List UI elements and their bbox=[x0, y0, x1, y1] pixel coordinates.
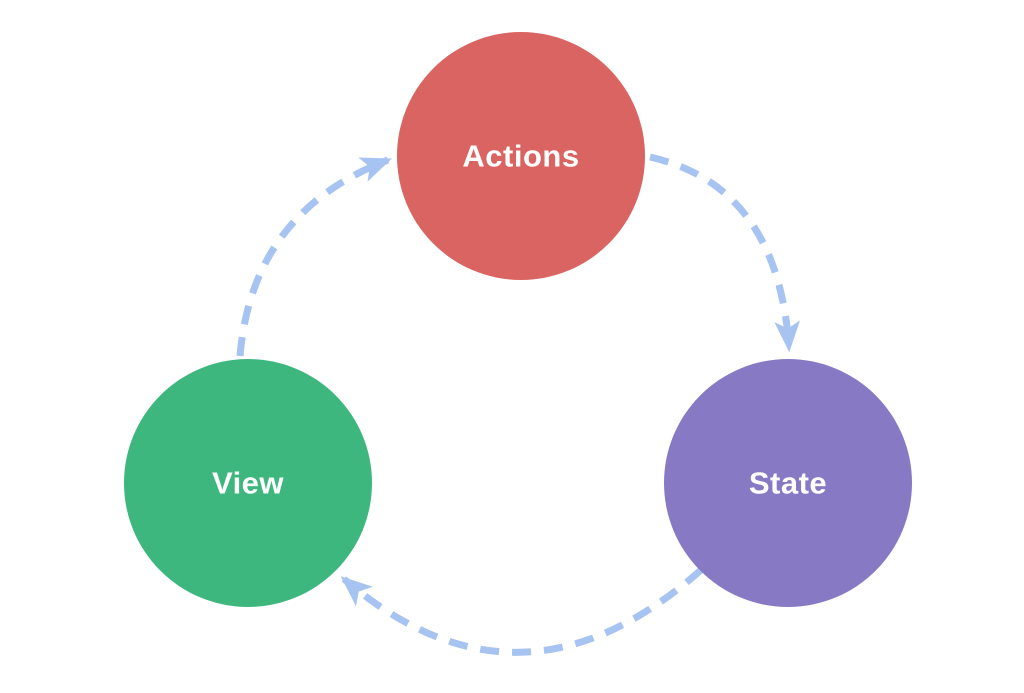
actions-label: Actions bbox=[462, 139, 579, 174]
node-view: View bbox=[124, 359, 372, 607]
view-circle bbox=[124, 359, 372, 607]
arrow-view-to-actions bbox=[236, 156, 393, 357]
actions-circle bbox=[397, 32, 645, 280]
arrow-state-to-view bbox=[340, 567, 704, 656]
arrow-actions-to-state bbox=[649, 153, 801, 353]
state-label: State bbox=[749, 466, 827, 501]
state-circle bbox=[664, 359, 912, 607]
node-state: State bbox=[664, 359, 912, 607]
view-label: View bbox=[212, 466, 284, 501]
node-actions: Actions bbox=[397, 32, 645, 280]
